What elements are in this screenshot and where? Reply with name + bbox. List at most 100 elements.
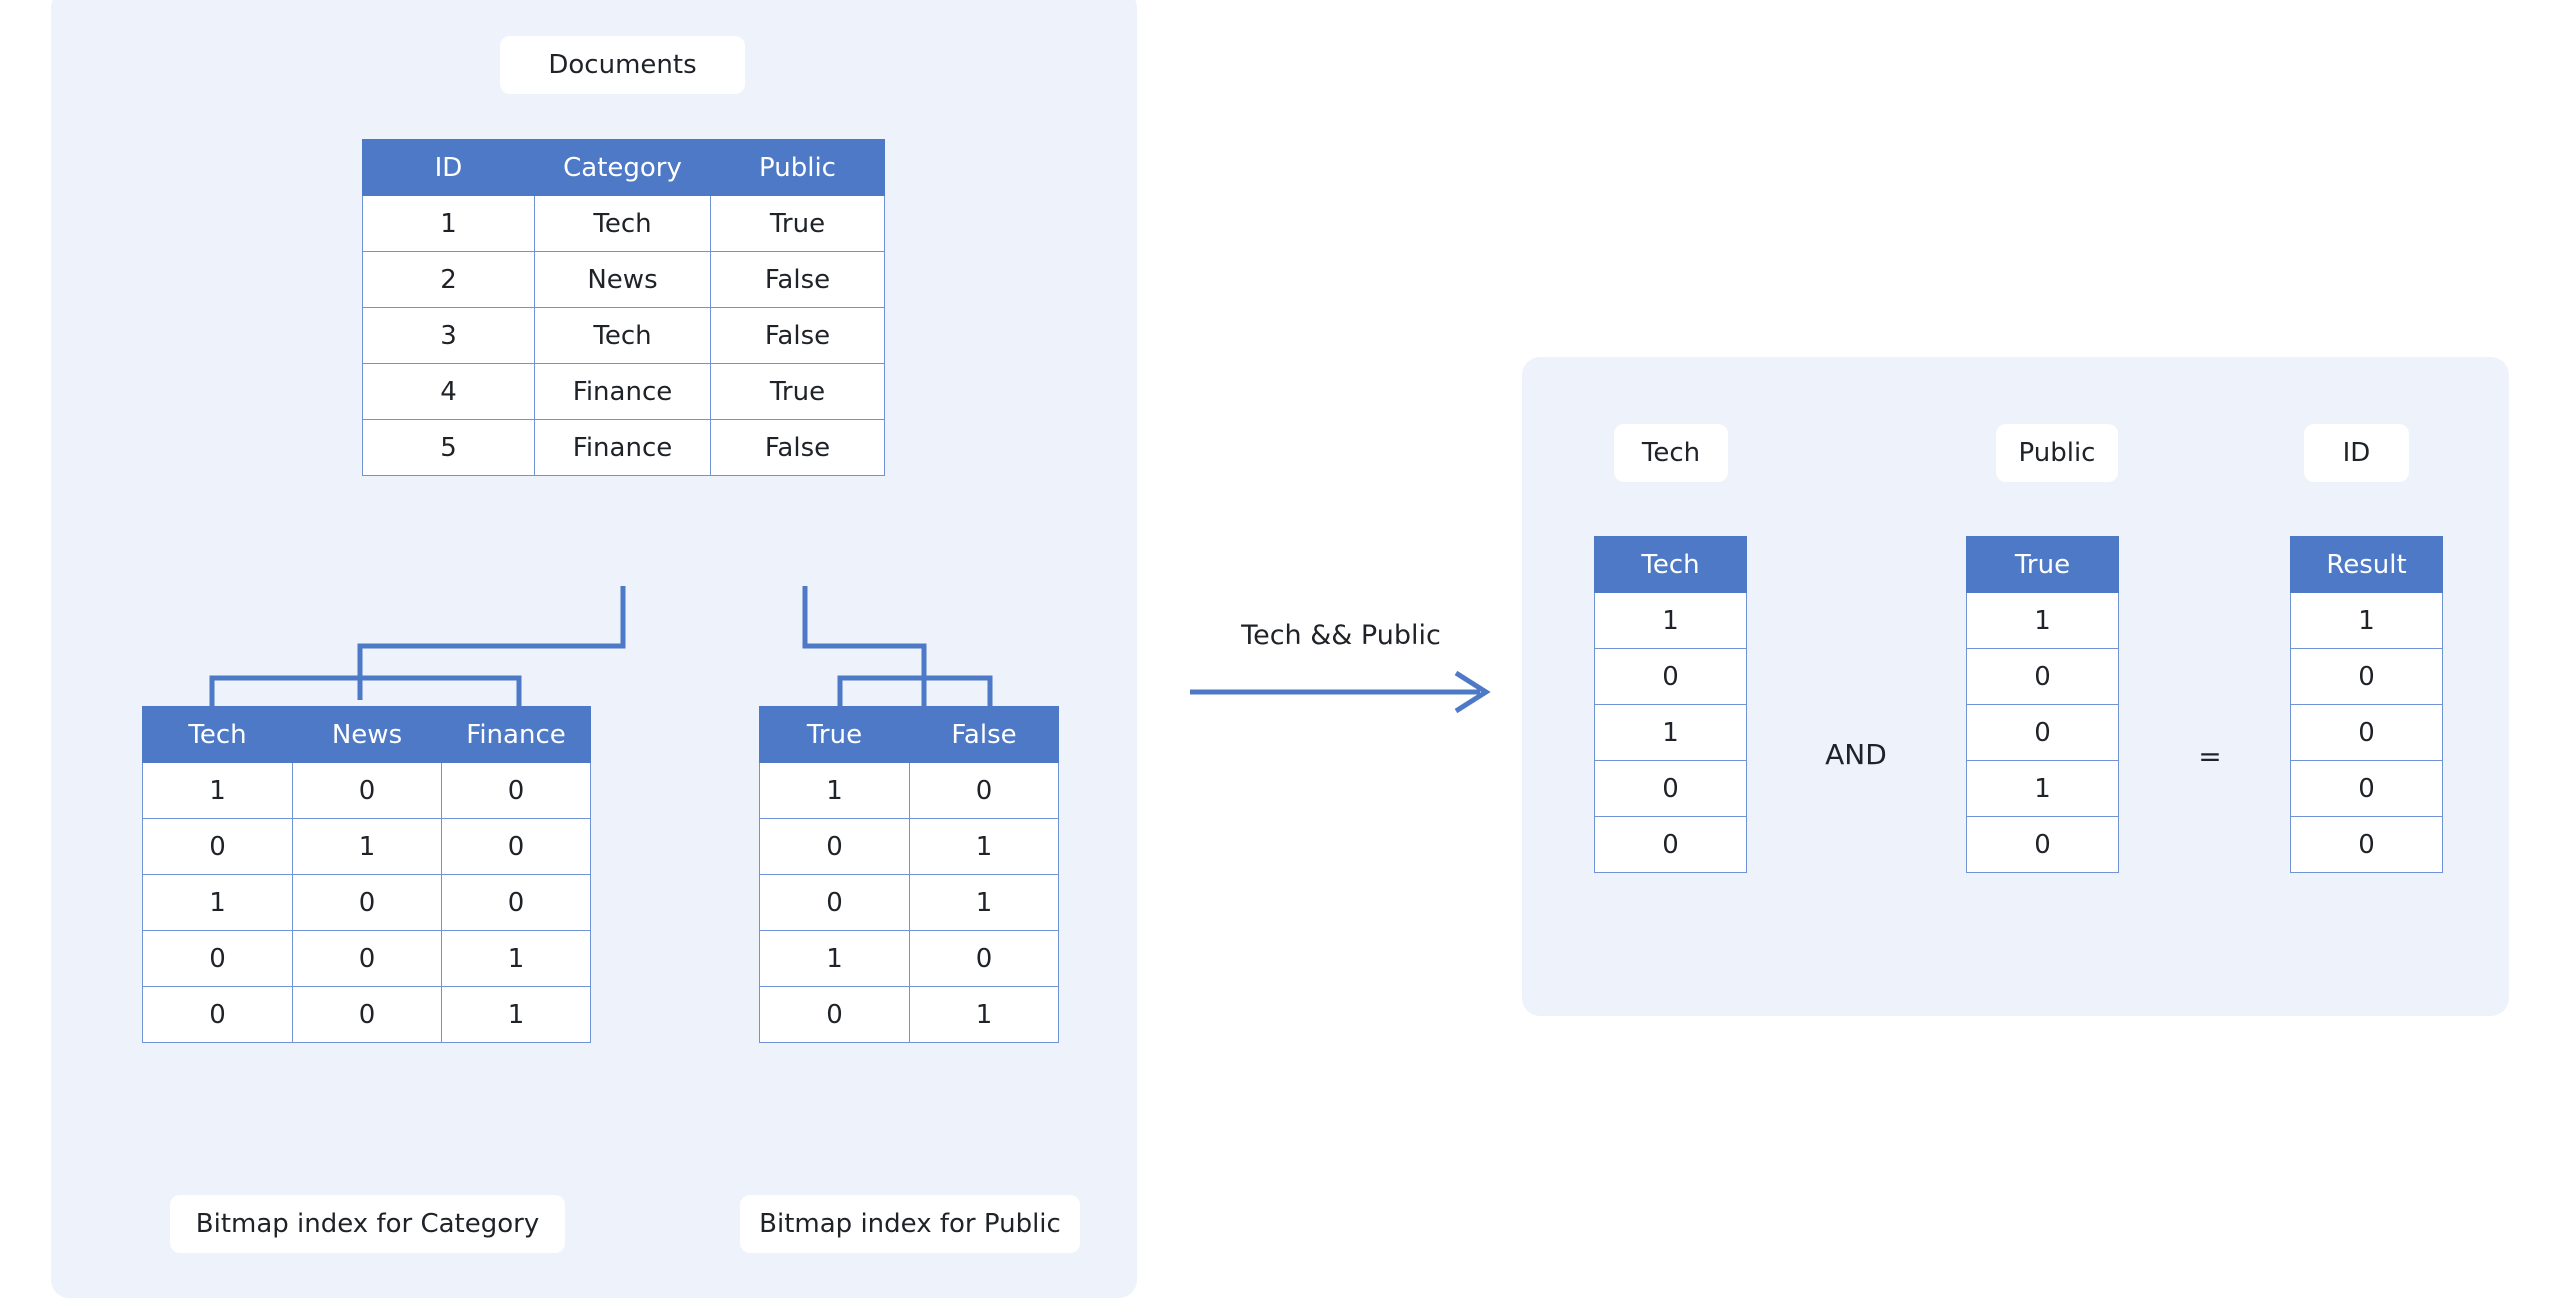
cell: 0 <box>2290 816 2443 873</box>
cell: 1 <box>142 762 293 819</box>
cell: 1 <box>142 874 293 931</box>
cell: 0 <box>1966 704 2119 761</box>
cell: 0 <box>142 930 293 987</box>
table-row: 1 <box>1966 760 2119 817</box>
cell: False <box>710 419 885 476</box>
table-row: 0 <box>1966 704 2119 761</box>
operand-table-public: True 1 0 0 1 0 <box>1966 536 2119 873</box>
cell: 1 <box>909 874 1059 931</box>
cell: 3 <box>362 307 535 364</box>
table-header-row: True <box>1966 536 2119 593</box>
column-header-tech: Tech <box>1594 536 1747 593</box>
table-row: 1 0 <box>759 762 1059 819</box>
documents-table: ID Category Public 1 Tech True 2 News Fa… <box>362 139 885 476</box>
cell: False <box>710 307 885 364</box>
documents-title-chip: Documents <box>500 36 745 94</box>
documents-title-label: Documents <box>548 50 697 80</box>
cell: 1 <box>1594 592 1747 649</box>
column-header-true: True <box>759 706 910 763</box>
table-row: 0 <box>1966 816 2119 873</box>
category-bitmap-caption: Bitmap index for Category <box>170 1195 565 1253</box>
cell: 0 <box>441 874 591 931</box>
column-header-tech: Tech <box>142 706 293 763</box>
operand-chip-public: Public <box>1996 424 2118 482</box>
table-row: 4 Finance True <box>362 363 885 420</box>
column-header-news: News <box>292 706 442 763</box>
cell: 0 <box>1594 760 1747 817</box>
category-bitmap-caption-label: Bitmap index for Category <box>195 1209 540 1239</box>
cell: 0 <box>1594 648 1747 705</box>
cell: 1 <box>909 818 1059 875</box>
operator-and: AND <box>1825 738 1887 771</box>
cell: 4 <box>362 363 535 420</box>
cell: 5 <box>362 419 535 476</box>
table-row: 1 <box>1966 592 2119 649</box>
table-row: 0 1 <box>759 986 1059 1043</box>
table-row: 0 <box>1594 816 1747 873</box>
cell: 0 <box>2290 704 2443 761</box>
cell: Tech <box>534 307 711 364</box>
cell: False <box>710 251 885 308</box>
cell: 0 <box>292 762 442 819</box>
column-header-category: Category <box>534 139 711 196</box>
table-header-row: ID Category Public <box>362 139 885 196</box>
cell: 0 <box>759 874 910 931</box>
table-row: 1 0 0 <box>142 874 591 931</box>
column-header-false: False <box>909 706 1059 763</box>
table-row: 0 <box>2290 760 2443 817</box>
cell: 0 <box>292 986 442 1043</box>
cell: 0 <box>1966 648 2119 705</box>
table-row: 3 Tech False <box>362 307 885 364</box>
cell: 1 <box>1966 592 2119 649</box>
cell: 1 <box>2290 592 2443 649</box>
table-row: 0 1 <box>759 874 1059 931</box>
cell: 0 <box>759 818 910 875</box>
table-row: 1 <box>1594 592 1747 649</box>
column-header-result: Result <box>2290 536 2443 593</box>
operand-chip-tech-label: Tech <box>1641 438 1701 468</box>
cell: 1 <box>1966 760 2119 817</box>
column-header-finance: Finance <box>441 706 591 763</box>
flow-arrow-label: Tech && Public <box>1241 620 1441 651</box>
public-bitmap-table: True False 1 0 0 1 0 1 1 0 0 1 <box>759 706 1059 1043</box>
result-chip-id: ID <box>2304 424 2409 482</box>
table-row: 0 <box>1594 648 1747 705</box>
table-row: 0 <box>2290 816 2443 873</box>
column-header-id: ID <box>362 139 535 196</box>
table-row: 0 <box>2290 704 2443 761</box>
cell: 1 <box>292 818 442 875</box>
table-row: 0 1 <box>759 818 1059 875</box>
cell: 0 <box>909 762 1059 819</box>
table-row: 1 <box>1594 704 1747 761</box>
cell: 1 <box>909 986 1059 1043</box>
cell: 0 <box>142 818 293 875</box>
cell: Finance <box>534 419 711 476</box>
table-row: 5 Finance False <box>362 419 885 476</box>
public-bitmap-caption-label: Bitmap index for Public <box>759 1209 1061 1239</box>
cell: 0 <box>292 874 442 931</box>
table-header-row: Result <box>2290 536 2443 593</box>
cell: 0 <box>759 986 910 1043</box>
category-bitmap-table: Tech News Finance 1 0 0 0 1 0 1 0 0 0 0 … <box>142 706 591 1043</box>
cell: 1 <box>759 762 910 819</box>
cell: 0 <box>441 818 591 875</box>
operand-table-tech: Tech 1 0 1 0 0 <box>1594 536 1747 873</box>
cell: 0 <box>142 986 293 1043</box>
cell: 1 <box>1594 704 1747 761</box>
cell: Finance <box>534 363 711 420</box>
operand-chip-tech: Tech <box>1614 424 1728 482</box>
table-row: 0 1 0 <box>142 818 591 875</box>
public-bitmap-caption: Bitmap index for Public <box>740 1195 1080 1253</box>
cell: 1 <box>441 930 591 987</box>
cell: 1 <box>362 195 535 252</box>
table-row: 0 <box>1594 760 1747 817</box>
table-row: 1 0 <box>759 930 1059 987</box>
table-row: 0 0 1 <box>142 986 591 1043</box>
cell: 0 <box>292 930 442 987</box>
result-chip-id-label: ID <box>2342 438 2371 468</box>
cell: 0 <box>1966 816 2119 873</box>
table-row: 1 Tech True <box>362 195 885 252</box>
right-arrow-icon <box>1190 670 1491 714</box>
cell: 1 <box>759 930 910 987</box>
table-row: 0 0 1 <box>142 930 591 987</box>
